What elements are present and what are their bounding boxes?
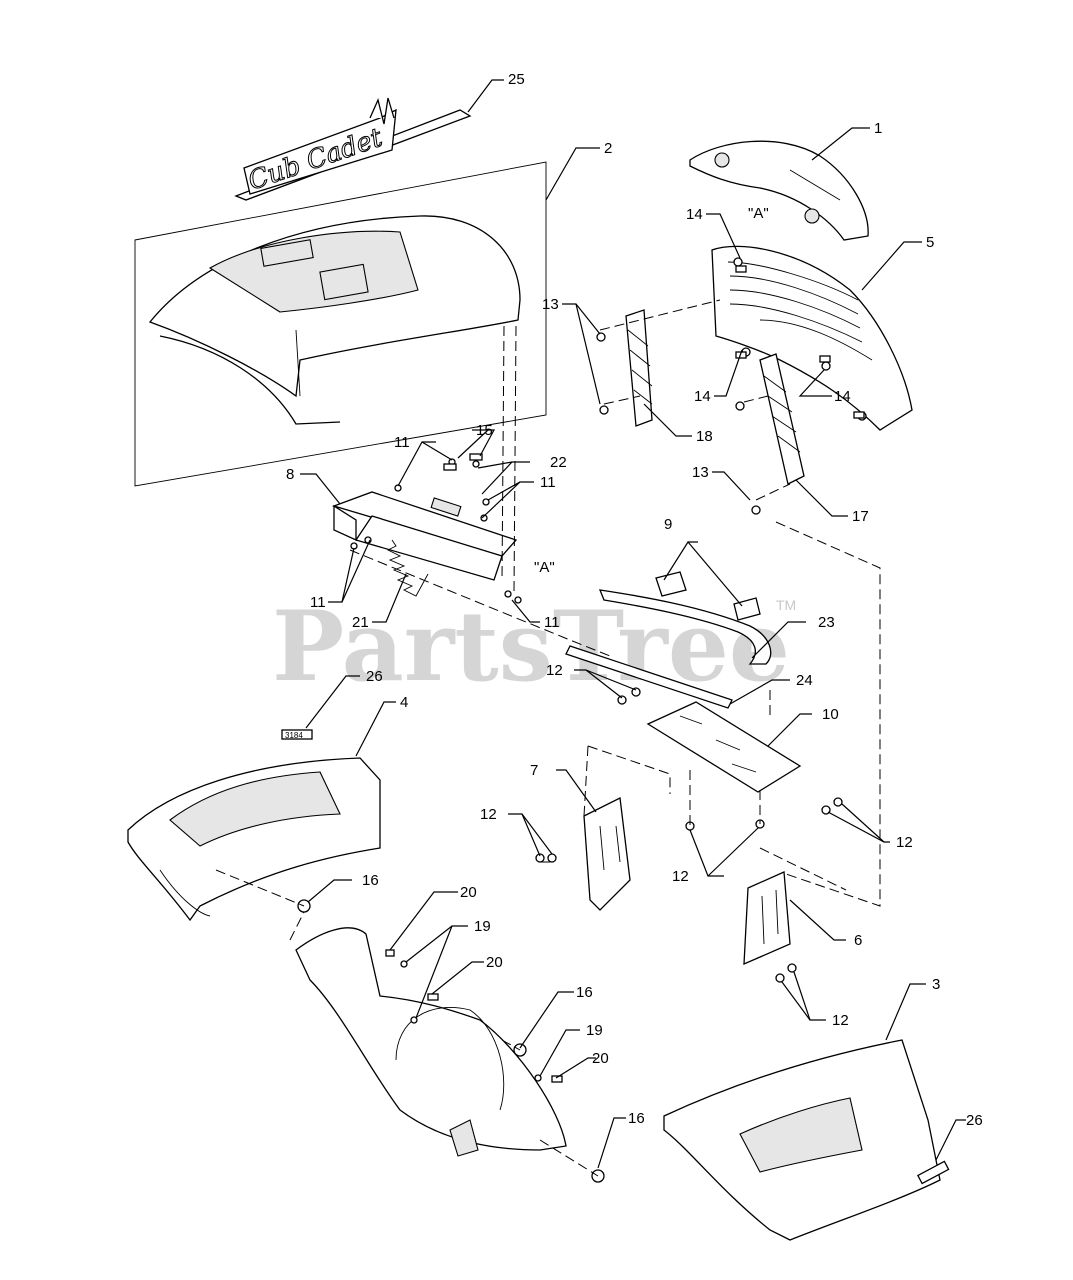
callout-12-left: 12 [480, 806, 497, 823]
part-5-side-panel[interactable] [711, 245, 913, 431]
part-2-hood[interactable] [134, 161, 547, 487]
callout-14-top: 14 [686, 206, 703, 223]
callout-18: 18 [696, 428, 713, 445]
callout-20-mid: 20 [486, 954, 503, 971]
callout-16-left: 16 [362, 872, 379, 889]
part-26-label-right[interactable] [916, 1160, 950, 1185]
callout-7: 7 [530, 762, 538, 779]
part-21-spring[interactable] [386, 539, 429, 597]
callout-4: 4 [400, 694, 408, 711]
callout-15: 15 [476, 422, 493, 439]
callout-11-left: 11 [310, 594, 326, 611]
callout-25: 25 [508, 71, 525, 88]
callout-1: 1 [874, 120, 882, 137]
watermark: PartsTree [272, 590, 790, 703]
callout-11-top: 11 [394, 434, 410, 451]
leader-lines [300, 79, 966, 1169]
part-7-bracket[interactable] [583, 797, 631, 911]
assembly-lines [215, 299, 881, 1177]
callout-24: 24 [796, 672, 813, 689]
callout-12-upper: 12 [546, 662, 563, 679]
part-8-mount-bracket[interactable] [331, 491, 518, 581]
callout-3: 3 [932, 976, 940, 993]
callout-16-mid: 16 [576, 984, 593, 1001]
callout-13-right: 13 [692, 464, 709, 481]
callout-6: 6 [854, 932, 862, 949]
label-decal-text: 3184 [285, 731, 303, 740]
callout-20-bottom: 20 [592, 1050, 609, 1067]
callout-23: 23 [818, 614, 835, 631]
callout-13-left: 13 [542, 296, 559, 313]
part-10-plate[interactable] [646, 701, 802, 793]
dash-housing[interactable] [295, 927, 567, 1157]
callout-8: 8 [286, 466, 294, 483]
ref-marker-a-left: "A" [534, 559, 555, 576]
watermark-trademark: TM [776, 597, 796, 613]
callout-12-lower: 12 [672, 868, 689, 885]
callout-9: 9 [664, 516, 672, 533]
callout-19-top: 19 [474, 918, 491, 935]
part-18-support[interactable] [625, 309, 653, 427]
callout-20-top: 20 [460, 884, 477, 901]
callout-2: 2 [604, 140, 612, 157]
part-17-support[interactable] [759, 353, 805, 485]
callout-26-left: 26 [366, 668, 383, 685]
part-23-rod[interactable] [565, 589, 772, 709]
part-26-label-left[interactable]: 3184 [281, 729, 313, 740]
callout-26-right: 26 [966, 1112, 983, 1129]
callout-16-bottom: 16 [628, 1110, 645, 1127]
callout-11-bottom: 11 [544, 614, 560, 631]
ref-marker-a-right: "A" [748, 205, 769, 222]
callout-19-bottom: 19 [586, 1022, 603, 1039]
part-1-grille-bracket[interactable] [689, 140, 869, 241]
callout-14-right: 14 [834, 388, 851, 405]
callout-labels: 25 2 1 5 14 13 14 14 18 13 17 15 11 22 1… [286, 71, 983, 1129]
part-25-logo-emblem[interactable]: Cub Cadet [234, 97, 472, 201]
callout-21: 21 [352, 614, 369, 631]
callout-17: 17 [852, 508, 869, 525]
part-3-right-side-panel[interactable] [663, 1039, 941, 1241]
part-4-left-side-panel[interactable] [127, 757, 381, 922]
callout-10: 10 [822, 706, 839, 723]
callout-11-right: 11 [540, 474, 556, 491]
part-6-bracket[interactable] [743, 871, 791, 966]
callout-12-right: 12 [896, 834, 913, 851]
callout-22: 22 [550, 454, 567, 471]
callout-14-mid: 14 [694, 388, 711, 405]
callout-12-bottom: 12 [832, 1012, 849, 1029]
callout-5: 5 [926, 234, 934, 251]
